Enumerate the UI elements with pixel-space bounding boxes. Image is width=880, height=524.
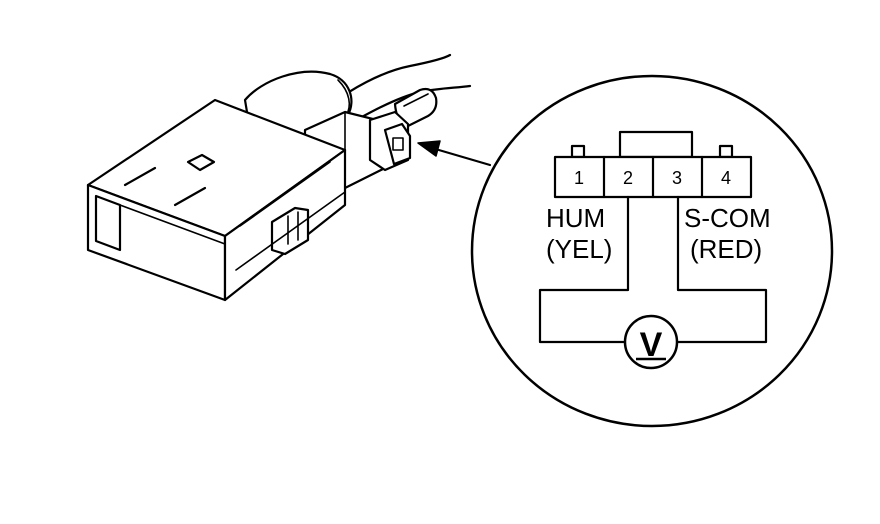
pin-4-label: 4 (721, 168, 731, 188)
pin-3-label: 3 (672, 168, 682, 188)
hum-label: HUM (546, 203, 605, 233)
voltmeter-icon: V (623, 314, 679, 370)
voltmeter-symbol: V (640, 326, 663, 364)
meter-leads (538, 195, 768, 344)
s-com-label: S-COM (684, 203, 771, 233)
pin-2-label: 2 (623, 168, 633, 188)
magnified-inset: 1 2 3 4 HUM (YEL) S-COM (RED) V (470, 74, 834, 428)
inset-circle (470, 74, 834, 428)
terminal-connector-face: 1 2 3 4 (553, 130, 753, 199)
s-com-color-label: (RED) (690, 234, 762, 264)
connector-main-housing (86, 98, 347, 302)
connector-illustration (86, 53, 472, 302)
pointer-arrow (417, 140, 492, 167)
pin-1-label: 1 (574, 168, 584, 188)
hum-color-label: (YEL) (546, 234, 612, 264)
connector-key (618, 130, 694, 159)
